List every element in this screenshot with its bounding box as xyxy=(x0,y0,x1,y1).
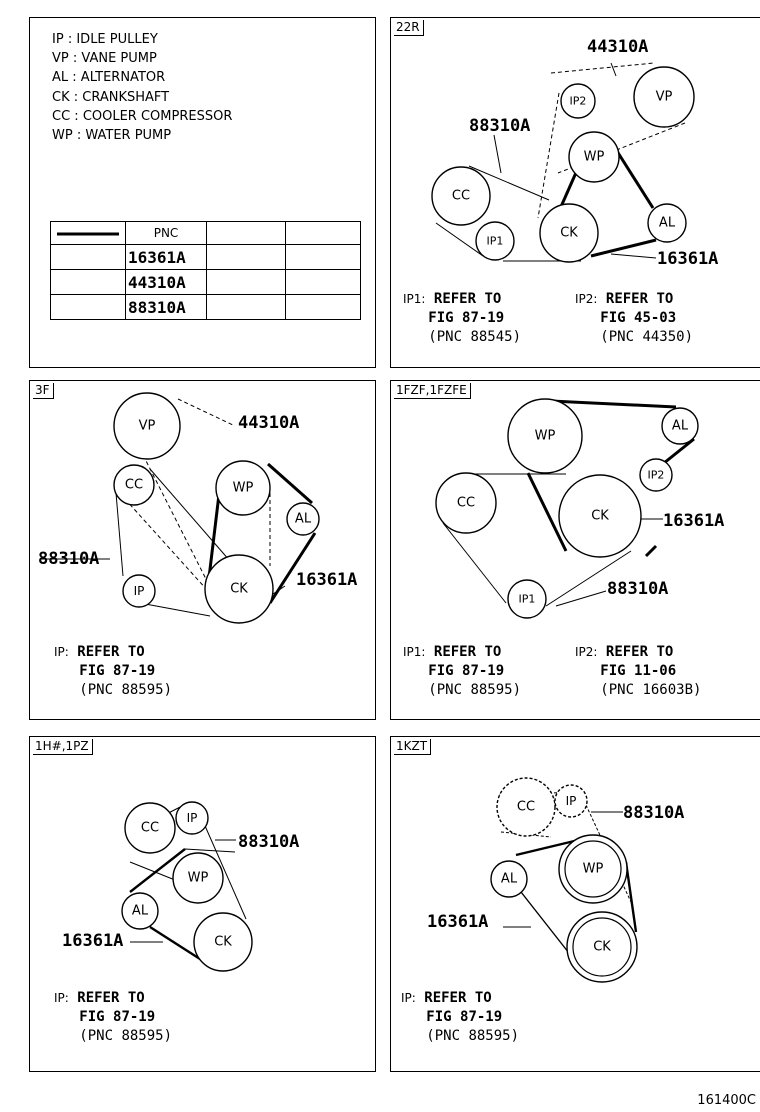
pnc-88310a: 88310A xyxy=(125,294,207,320)
reference-note: IP: REFER TO FIG 87-19 (PNC 88595) xyxy=(54,644,173,698)
al-pulley-label: AL xyxy=(501,872,518,887)
ip2-pulley-label: IP2 xyxy=(570,95,587,108)
engine-tag: 3F xyxy=(33,383,54,399)
engine-tag: 22R xyxy=(394,20,424,36)
al-pulley-label: AL xyxy=(295,512,312,527)
panel-1fzf-1fzfe: WP AL IP2 CC CK IP1 1FZF,1FZFE 16361A 88… xyxy=(390,380,760,720)
reference-note: IP2: REFER TO FIG 45-03 (PNC 44350) xyxy=(575,291,694,345)
cc-pulley-label: CC xyxy=(452,189,470,204)
wp-pulley-label: WP xyxy=(188,871,209,886)
pnc-44310a: 44310A xyxy=(125,269,207,295)
pnc-header: PNC xyxy=(125,221,207,245)
wp-pulley-label: WP xyxy=(583,862,604,877)
pnc-table: PNC 16361A 44310A 88310A xyxy=(50,221,361,320)
cc-pulley-label: CC xyxy=(517,800,535,815)
wp-pulley-label: WP xyxy=(584,150,605,165)
vp-pulley-label: VP xyxy=(656,90,673,105)
part-label-88310a: 88310A xyxy=(469,116,531,136)
ip1-pulley-label: IP1 xyxy=(519,593,536,606)
cc-pulley-label: CC xyxy=(125,478,143,493)
wp-pulley-label: WP xyxy=(535,429,556,444)
belt-diagram-3f: VP CC WP AL IP CK xyxy=(40,392,320,624)
line-sample-thin xyxy=(50,233,126,320)
legend-item: VP : VANE PUMP xyxy=(52,51,157,67)
legend-item: WP : WATER PUMP xyxy=(52,128,172,144)
vp-pulley-label: VP xyxy=(139,419,156,434)
line-sample-dashed xyxy=(50,233,126,295)
reference-note: IP: REFER TO FIG 87-19 (PNC 88595) xyxy=(54,990,173,1044)
ip-pulley-label: IP xyxy=(566,794,577,808)
panel-1kzt: CC IP WP AL CK 1KZT 88310A 16361A IP: RE… xyxy=(390,736,760,1072)
al-pulley-label: AL xyxy=(659,216,676,231)
part-label-16361a: 16361A xyxy=(657,249,719,269)
legend-item: CK : CRANKSHAFT xyxy=(52,89,170,105)
reference-note: IP1: REFER TO FIG 87-19 (PNC 88545) xyxy=(403,291,522,345)
reference-note: IP2: REFER TO FIG 11-06 (PNC 16603B) xyxy=(575,644,702,698)
ck-pulley-label: CK xyxy=(593,940,611,955)
part-label-16361a: 16361A xyxy=(296,570,358,590)
part-label-44310a: 44310A xyxy=(587,37,649,57)
reference-note: IP1: REFER TO FIG 87-19 (PNC 88595) xyxy=(403,644,522,698)
al-pulley-label: AL xyxy=(672,419,689,434)
belt-diagram-1h: CC IP WP AL CK xyxy=(121,801,253,972)
engine-tag: 1FZF,1FZFE xyxy=(394,383,471,399)
legend-list: IP : IDLE PULLEY VP : VANE PUMP AL : ALT… xyxy=(52,30,232,145)
figure-number: 161400C xyxy=(697,1093,756,1108)
legend-panel: IP : IDLE PULLEY VP : VANE PUMP AL : ALT… xyxy=(29,17,376,368)
engine-tag: 1H#,1PZ xyxy=(33,739,93,755)
engine-tag: 1KZT xyxy=(394,739,432,755)
pnc-16361a: 16361A xyxy=(125,244,207,270)
legend-item: CC : COOLER COMPRESSOR xyxy=(52,108,233,124)
reference-note: IP: REFER TO FIG 87-19 (PNC 88595) xyxy=(401,990,520,1044)
cc-pulley-label: CC xyxy=(141,821,159,836)
ip-pulley-label: IP xyxy=(134,584,145,598)
part-label-88310a: 88310A xyxy=(238,832,300,852)
ip-pulley-label: IP xyxy=(187,811,198,825)
legend-item: AL : ALTERNATOR xyxy=(52,70,166,86)
part-label-44310a: 44310A xyxy=(238,413,300,433)
part-label-16361a: 16361A xyxy=(663,511,725,531)
part-label-16361a: 16361A xyxy=(427,912,489,932)
line-sample-thick xyxy=(50,232,126,270)
ck-pulley-label: CK xyxy=(214,935,232,950)
belt-diagram-22r: VP IP2 WP CC IP1 CK AL xyxy=(431,62,695,263)
ck-pulley-label: CK xyxy=(230,582,248,597)
panel-3f: VP CC WP AL IP CK 3F 44310A 88310A 16361… xyxy=(29,380,376,720)
ip1-pulley-label: IP1 xyxy=(487,235,504,248)
belt-diagram-1kzt: CC IP WP AL CK xyxy=(490,777,638,983)
part-label-88310a: 88310A xyxy=(623,803,685,823)
al-pulley-label: AL xyxy=(132,904,149,919)
ck-pulley-label: CK xyxy=(591,509,609,524)
part-label-88310a: 88310A xyxy=(607,579,669,599)
panel-22r: VP IP2 WP CC IP1 CK AL 22R 44310A 88310A… xyxy=(390,17,760,368)
ck-pulley-label: CK xyxy=(560,226,578,241)
part-label-16361a: 16361A xyxy=(62,931,124,951)
wp-pulley-label: WP xyxy=(233,481,254,496)
cc-pulley-label: CC xyxy=(457,496,475,511)
ip2-pulley-label: IP2 xyxy=(648,469,665,482)
legend-item: IP : IDLE PULLEY xyxy=(52,32,158,47)
panel-1h-1pz: CC IP WP AL CK 1H#,1PZ 88310A 16361A IP:… xyxy=(29,736,376,1072)
belt-diagram-1fzf: WP AL IP2 CC CK IP1 xyxy=(435,398,699,619)
part-label-88310a: 88310A xyxy=(38,549,100,569)
